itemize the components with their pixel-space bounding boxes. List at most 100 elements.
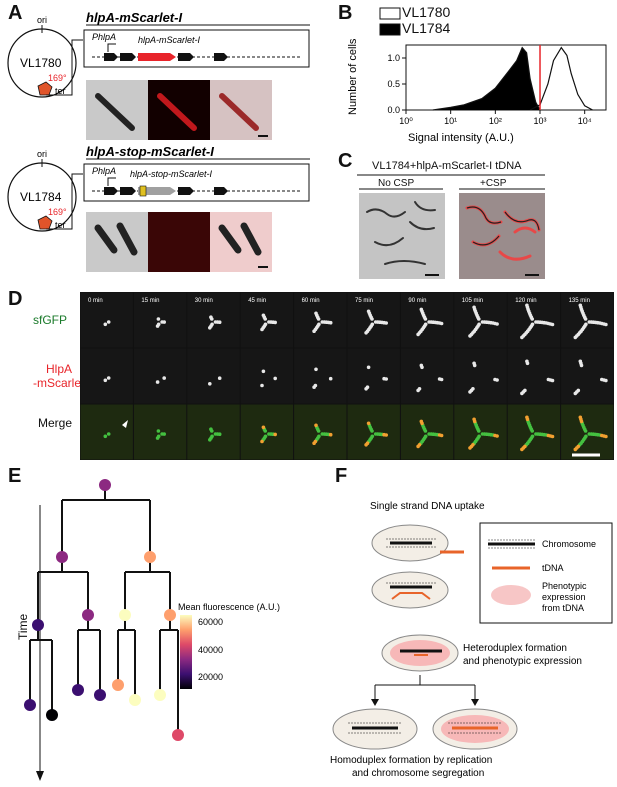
cell-dot bbox=[106, 376, 111, 380]
panel-label-d: D bbox=[8, 288, 23, 310]
cell-dot bbox=[273, 320, 277, 325]
colorbar-tick-40000: 40000 bbox=[198, 645, 223, 655]
x-tick-label: 10³ bbox=[534, 116, 547, 126]
angle-label: 169° bbox=[48, 207, 67, 217]
cell-dot bbox=[366, 365, 371, 370]
cell-dot bbox=[155, 324, 160, 328]
legend-chromosome-label: Chromosome bbox=[542, 539, 596, 549]
cell-dot bbox=[520, 447, 524, 452]
frame-1-4 bbox=[294, 348, 347, 404]
frame-1-5 bbox=[347, 348, 400, 404]
merge-image-bottom bbox=[210, 212, 272, 272]
cell-dot bbox=[578, 303, 583, 308]
cell-dot bbox=[208, 438, 212, 442]
cell-dot bbox=[525, 359, 529, 364]
cell-dot bbox=[106, 432, 111, 436]
cell-dot bbox=[573, 391, 578, 396]
cell-dot bbox=[604, 322, 608, 327]
cell-dot bbox=[384, 433, 389, 437]
row-label-hlpa-line1: HlpA bbox=[46, 362, 73, 376]
cell-dot bbox=[208, 382, 212, 386]
cell-dot bbox=[103, 434, 108, 439]
cell-dot bbox=[273, 376, 277, 381]
cell-dot bbox=[495, 378, 499, 382]
lineage-node bbox=[144, 551, 156, 563]
cell-dot bbox=[366, 309, 371, 314]
cell-dot bbox=[328, 432, 333, 437]
cell-dot bbox=[155, 436, 160, 440]
cell-dot bbox=[155, 380, 160, 384]
legend-box bbox=[479, 522, 613, 624]
y-tick-label: 0.5 bbox=[387, 79, 400, 89]
panel-e-tree: Mean fluorescence (A.U.) 60000 40000 200… bbox=[24, 479, 280, 781]
brightfield-image-bottom bbox=[86, 212, 148, 272]
colorbar-tick-60000: 60000 bbox=[198, 617, 223, 627]
y-tick-label: 1.0 bbox=[387, 53, 400, 63]
cell-dot bbox=[156, 317, 161, 321]
cell-dot bbox=[468, 334, 472, 338]
cell-dot bbox=[162, 376, 166, 380]
frame-0-1 bbox=[133, 292, 187, 348]
chromosome-map-vl1784: ori VL1784 169° ter bbox=[7, 149, 83, 232]
x-axis-label: Signal intensity (A.U.) bbox=[408, 132, 514, 144]
cell-dot bbox=[364, 443, 368, 447]
y-tick-label: 0.0 bbox=[387, 105, 400, 115]
row-label-merge: Merge bbox=[38, 416, 73, 430]
cell-dot bbox=[328, 320, 333, 325]
cell-dot bbox=[419, 363, 424, 368]
frame-0-3 bbox=[240, 292, 294, 348]
step1-label-1: Heteroduplex formation bbox=[463, 643, 567, 654]
lineage-node bbox=[164, 609, 176, 621]
cell-dot bbox=[384, 377, 389, 381]
lineage-node bbox=[32, 619, 44, 631]
cell-heteroduplex bbox=[381, 634, 459, 672]
ter-label: ter bbox=[55, 86, 66, 96]
cell-dot bbox=[472, 417, 476, 422]
cell-dot bbox=[472, 305, 476, 310]
cell-dot bbox=[520, 335, 524, 340]
frame-0-8 bbox=[507, 292, 561, 348]
lineage-node bbox=[46, 709, 58, 721]
legend-pheno-label-2: expression bbox=[542, 592, 586, 602]
cell-dot bbox=[273, 432, 277, 437]
locus-pentagon bbox=[37, 81, 53, 96]
panel-label-a: A bbox=[8, 2, 23, 24]
gene-label-top: hlpA-mScarlet-I bbox=[138, 35, 201, 45]
series-vl1780 bbox=[529, 46, 593, 111]
cell-dot bbox=[209, 315, 213, 319]
frame-1-0 bbox=[80, 348, 133, 404]
step2-label-1: Homoduplex formation by replication bbox=[330, 755, 492, 766]
cell-dot bbox=[468, 446, 472, 450]
cell-dot bbox=[419, 307, 424, 312]
time-label: 45 min bbox=[248, 298, 266, 304]
cell-dot bbox=[495, 322, 499, 326]
cell-dot bbox=[260, 439, 264, 444]
y-axis-label: Number of cells bbox=[347, 38, 359, 115]
ter-label: ter bbox=[55, 220, 66, 230]
cell-dot bbox=[520, 391, 524, 396]
panel-c-col1: No CSP bbox=[378, 178, 415, 189]
cell-dot bbox=[550, 434, 555, 439]
cell-dot bbox=[384, 321, 389, 325]
panel-c-title: VL1784+hlpA-mScarlet-I tDNA bbox=[372, 160, 522, 172]
lineage-node bbox=[172, 729, 184, 741]
angle-label: 169° bbox=[48, 73, 67, 83]
daughter-cell-left bbox=[332, 708, 418, 750]
cell-dot bbox=[162, 320, 166, 324]
colorbar bbox=[180, 615, 192, 689]
colorbar-tick-20000: 20000 bbox=[198, 672, 223, 682]
time-label: 0 min bbox=[88, 298, 103, 304]
lineage-node bbox=[119, 609, 131, 621]
time-label: 135 min bbox=[569, 298, 590, 304]
panel-f-diagram: Single strand DNA uptake Chromosome tDNA… bbox=[330, 501, 613, 779]
cell-dot bbox=[217, 320, 222, 324]
cell-dot bbox=[416, 332, 420, 337]
cell-dot bbox=[439, 433, 444, 438]
cell-dot bbox=[550, 322, 555, 327]
lineage-node bbox=[24, 699, 36, 711]
strain-label-vl1780: VL1780 bbox=[20, 56, 62, 70]
cell-dot bbox=[419, 419, 424, 424]
x-tick-label: 10⁰ bbox=[399, 116, 413, 126]
cell-dot bbox=[261, 369, 266, 374]
